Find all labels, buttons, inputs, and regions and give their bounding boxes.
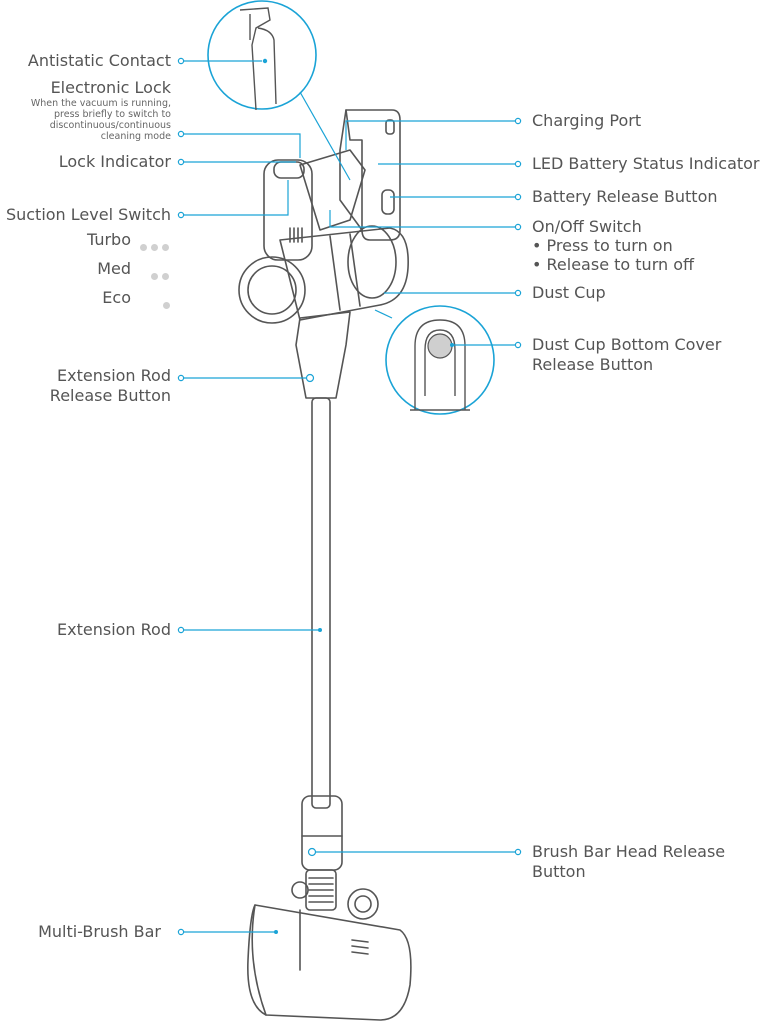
neck — [299, 149, 366, 231]
spring — [308, 877, 334, 903]
suction-level-eco: Eco — [102, 288, 131, 307]
zoom-circle-bottom — [385, 305, 495, 415]
cyclone-inner — [247, 265, 297, 315]
electronic-lock-note: When the vacuum is running, press briefl… — [31, 98, 171, 142]
dust-cup-body — [279, 227, 409, 321]
label-on-off-switch: On/Off Switch — [532, 217, 642, 236]
vent-lines — [289, 227, 303, 243]
electronic-lock-note-line: press briefly to switch to — [54, 109, 171, 120]
brush-neck — [305, 869, 337, 911]
label-extension-rod: Extension Rod — [57, 620, 171, 639]
dust-cup-ring — [347, 225, 397, 299]
electronic-lock-note-line: cleaning mode — [100, 131, 171, 142]
dust-cup-release-button-shape — [427, 333, 453, 359]
label-antistatic-contact: Antistatic Contact — [27, 51, 171, 70]
suction-level-turbo: Turbo — [86, 230, 131, 249]
brush-bar-shape — [247, 904, 412, 1021]
grip-back — [339, 109, 363, 231]
turbo-dots — [136, 236, 169, 255]
med-dots — [147, 265, 169, 284]
label-battery-release: Battery Release Button — [532, 187, 718, 206]
brush-bar-logo — [351, 939, 369, 955]
label-suction-level-switch: Suction Level Switch — [5, 205, 171, 224]
label-charging-port: Charging Port — [532, 111, 642, 130]
label-line: Dust Cup Bottom Cover — [532, 335, 722, 354]
label-led-battery: LED Battery Status Indicator — [532, 154, 760, 173]
lower-sleeve — [301, 795, 343, 871]
electronic-lock-note-line: When the vacuum is running, — [30, 98, 171, 109]
battery-release-button-shape — [381, 189, 395, 215]
control-module — [263, 159, 313, 261]
label-line: Brush Bar Head Release — [532, 842, 726, 861]
extension-rod-shape — [311, 397, 331, 809]
electronic-lock-note-line: discontinuous/continuous — [49, 120, 171, 131]
label-dust-cup: Dust Cup — [532, 283, 606, 302]
zoom-top-detail — [239, 7, 277, 111]
led-indicator — [385, 119, 395, 135]
suction-level-med: Med — [97, 259, 131, 278]
label-dust-cup-cover-release: Dust Cup Bottom Cover Release Button — [532, 335, 721, 375]
label-line: Extension Rod — [57, 366, 171, 385]
rod-connector — [295, 311, 351, 399]
cyclone-front — [238, 256, 306, 324]
label-extension-rod-release: Extension Rod Release Button — [50, 366, 171, 406]
label-electronic-lock: Electronic Lock — [50, 78, 171, 97]
eco-dots — [159, 294, 170, 313]
zoom-bottom-detail — [410, 319, 470, 411]
left-wheel — [291, 881, 309, 899]
label-line: Release Button — [49, 386, 171, 405]
on-off-note-on: • Press to turn on — [532, 236, 673, 255]
handle-grip — [345, 109, 401, 241]
label-line: Release Button — [532, 355, 654, 374]
on-off-note-off: • Release to turn off — [532, 255, 695, 274]
label-multi-brush-bar: Multi-Brush Bar — [38, 922, 161, 941]
label-line: Button — [532, 862, 586, 881]
label-lock-indicator: Lock Indicator — [58, 152, 171, 171]
label-brush-bar-head-release: Brush Bar Head Release Button — [532, 842, 725, 882]
right-wheel — [347, 888, 379, 920]
zoom-circle-top — [207, 0, 317, 110]
